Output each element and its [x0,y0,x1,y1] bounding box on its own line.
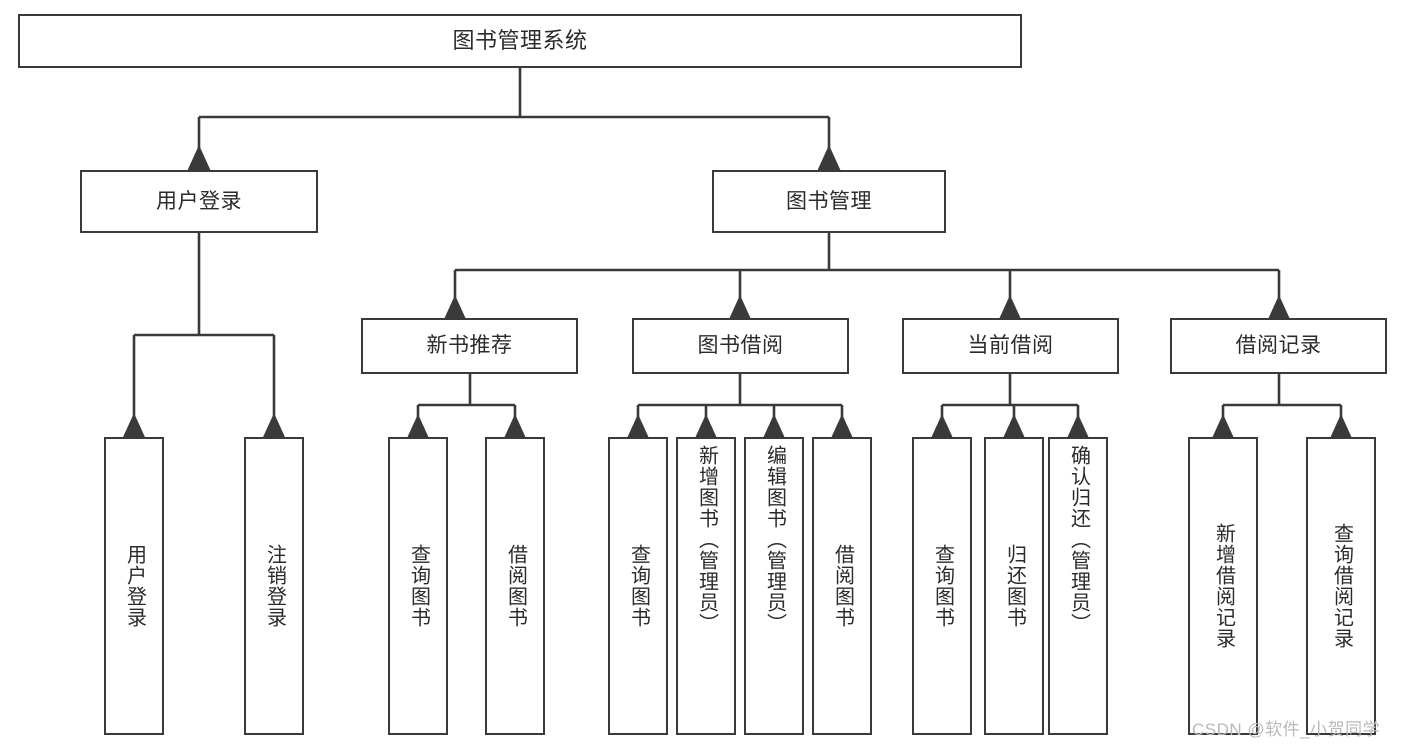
node-current-borrow-label: 当前借阅 [967,334,1054,358]
node-book-borrow[interactable]: 图书借阅 [632,318,849,374]
leaf-add-book-admin-label: 新增图书（管理员） [695,445,718,634]
node-borrow-record[interactable]: 借阅记录 [1170,318,1387,374]
leaf-add-borrow-record[interactable]: 新增借阅记录 [1188,437,1258,735]
leaf-add-book-admin[interactable]: 新增图书（管理员） [676,437,736,735]
leaf-confirm-return-admin[interactable]: 确认归还（管理员） [1048,437,1108,735]
leaf-edit-book-admin-label: 编辑图书（管理员） [763,445,786,634]
leaf-user-login[interactable]: 用户登录 [104,437,164,735]
watermark: CSDN @软件_小贺同学 [1192,720,1381,739]
node-root[interactable]: 图书管理系统 [18,14,1022,68]
leaf-query-book-current[interactable]: 查询图书 [912,437,972,735]
leaf-return-book-label: 归还图书 [1003,544,1026,628]
leaf-query-borrow-record-label: 查询借阅记录 [1330,523,1353,649]
leaf-borrow-book-label: 借阅图书 [831,544,854,628]
node-root-label: 图书管理系统 [452,27,588,53]
node-new-book-recommend-label: 新书推荐 [426,334,513,358]
leaf-user-logout[interactable]: 注销登录 [244,437,304,735]
node-new-book-recommend[interactable]: 新书推荐 [361,318,578,374]
leaf-user-login-label: 用户登录 [123,544,146,628]
node-borrow-record-label: 借阅记录 [1235,334,1322,358]
leaf-query-borrow-record[interactable]: 查询借阅记录 [1306,437,1376,735]
leaf-borrow-book[interactable]: 借阅图书 [812,437,872,735]
leaf-query-book-recommend-label: 查询图书 [407,544,430,628]
leaf-edit-book-admin[interactable]: 编辑图书（管理员） [744,437,804,735]
leaf-add-borrow-record-label: 新增借阅记录 [1212,523,1235,649]
leaf-return-book[interactable]: 归还图书 [984,437,1044,735]
leaf-query-book-borrow[interactable]: 查询图书 [608,437,668,735]
leaf-borrow-book-recommend-label: 借阅图书 [504,544,527,628]
leaf-confirm-return-admin-label: 确认归还（管理员） [1067,445,1090,634]
leaf-query-book-current-label: 查询图书 [931,544,954,628]
leaf-user-logout-label: 注销登录 [263,544,286,628]
node-book-borrow-label: 图书借阅 [697,334,784,358]
leaf-query-book-recommend[interactable]: 查询图书 [388,437,448,735]
node-book-management-label: 图书管理 [786,189,872,213]
node-current-borrow[interactable]: 当前借阅 [902,318,1119,374]
leaf-query-book-borrow-label: 查询图书 [627,544,650,628]
node-book-management[interactable]: 图书管理 [712,170,946,233]
leaf-borrow-book-recommend[interactable]: 借阅图书 [485,437,545,735]
node-user-login[interactable]: 用户登录 [80,170,318,233]
node-user-login-label: 用户登录 [156,189,242,213]
